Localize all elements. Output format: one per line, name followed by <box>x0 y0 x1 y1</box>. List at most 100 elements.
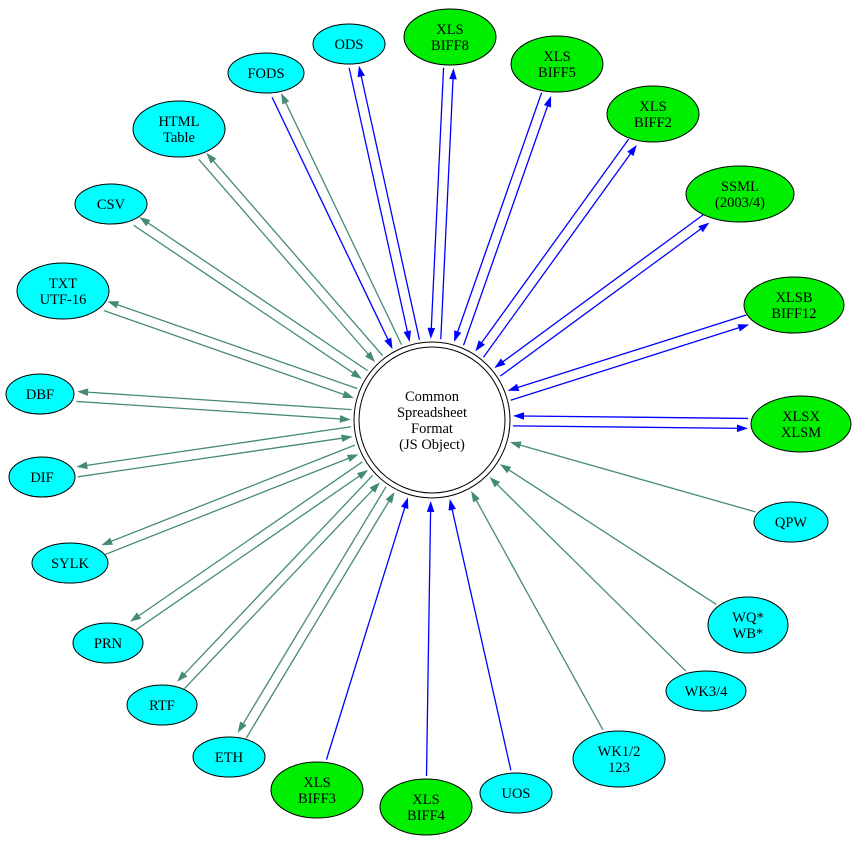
node-ssml-label: SSML(2003/4) <box>715 179 765 211</box>
edge-prn-in-arrowhead <box>356 470 369 480</box>
edge-html-out <box>211 158 384 357</box>
node-prn <box>72 622 144 664</box>
edge-wk12-in <box>474 497 604 731</box>
edge-xlsb-out-arrowhead <box>737 324 750 332</box>
node-qpw-label: QPW <box>775 515 808 531</box>
edge-xls-biff8-in-arrowhead <box>427 327 436 339</box>
node-dbf <box>5 373 75 415</box>
node-csv-label: CSV <box>97 197 126 213</box>
node-uos <box>479 772 553 814</box>
edge-rtf-out-arrowhead <box>177 671 188 682</box>
edge-txt-in <box>103 310 347 396</box>
edge-html-in <box>198 158 371 357</box>
node-html <box>132 100 226 158</box>
edge-wk12-in-arrowhead <box>471 490 480 503</box>
edge-sylk-out <box>108 444 356 543</box>
edge-xlsb-in <box>515 314 747 389</box>
edge-html-out-arrowhead <box>206 152 217 164</box>
edge-eth-in <box>245 498 391 739</box>
edge-xls-biff2-out <box>482 151 633 358</box>
edge-xls-biff2-in <box>479 138 630 346</box>
node-xls-biff5 <box>510 35 604 93</box>
node-wk34 <box>665 670 747 712</box>
edge-csv-out-arrowhead <box>139 216 151 227</box>
edge-csv-in <box>133 224 356 376</box>
node-xls-biff3 <box>270 761 364 819</box>
edge-prn-out-arrowhead <box>129 612 142 622</box>
node-qpw <box>753 501 829 543</box>
edge-dif-in <box>77 437 345 478</box>
edge-fods-out-arrowhead <box>281 92 290 105</box>
node-wq-wb-label: WQ*WB* <box>732 610 763 642</box>
node-xlsb <box>743 276 845 334</box>
edge-eth-out-arrowhead <box>237 721 247 733</box>
node-xls-biff4 <box>379 778 473 836</box>
edge-rtf-in <box>183 487 375 690</box>
edge-eth-out <box>241 486 387 727</box>
edge-xls-biff8-out-arrowhead <box>449 68 457 80</box>
edge-dif-out <box>84 426 352 467</box>
edge-xls-biff8-out <box>440 76 454 340</box>
node-txt <box>16 262 110 320</box>
edge-ods-out <box>360 73 421 340</box>
edge-prn-in <box>135 474 362 631</box>
edge-xls-biff5-in-arrowhead <box>454 330 462 342</box>
edge-eth-in-arrowhead <box>385 491 395 504</box>
node-wk12 <box>572 730 666 788</box>
edge-prn-out <box>136 461 363 618</box>
edge-rtf-out <box>182 474 374 677</box>
edge-txt-out-arrowhead <box>107 301 120 309</box>
edge-xlsx-in <box>521 415 749 420</box>
edge-html-in-arrowhead <box>364 351 376 363</box>
node-dbf-label: DBF <box>26 387 54 403</box>
edge-wk34-in <box>494 482 687 672</box>
node-xlsx <box>750 395 852 453</box>
node-rtf <box>126 684 198 726</box>
edge-xls-biff3-in <box>325 504 407 760</box>
edge-xls-biff4-in-arrowhead <box>426 500 435 513</box>
node-wk34-label: WK3/4 <box>685 684 728 700</box>
node-uos-label: UOS <box>501 786 530 802</box>
edge-rtf-in-arrowhead <box>369 482 380 493</box>
edge-xlsx-out <box>512 425 740 429</box>
edge-ssml-out <box>499 226 704 377</box>
node-eth <box>192 736 266 778</box>
edge-xls-biff4-in <box>425 508 432 777</box>
edge-fods-out <box>283 99 403 346</box>
center-node-inner-circle <box>358 346 506 494</box>
edge-xls-biff5-in <box>456 92 543 335</box>
edge-wq-wb-in-arrowhead <box>499 464 512 474</box>
edge-dif-in-arrowhead <box>341 434 353 443</box>
node-rtf-label: RTF <box>149 698 175 714</box>
node-xls-biff2 <box>606 85 700 143</box>
edge-uos-in-arrowhead <box>448 499 456 511</box>
node-dif-label: DIF <box>30 470 53 486</box>
edge-xls-biff3-in-arrowhead <box>401 497 409 509</box>
node-ods <box>312 23 386 65</box>
edge-qpw-in <box>517 443 756 513</box>
node-ods-label: ODS <box>334 37 363 53</box>
edge-xls-biff8-in <box>430 67 445 331</box>
edge-ods-in <box>348 67 409 335</box>
edge-xlsx-in-arrowhead <box>513 412 525 420</box>
node-fods <box>227 52 305 94</box>
edge-xlsb-in-arrowhead <box>507 383 520 392</box>
edge-ssml-in-arrowhead <box>494 358 506 369</box>
node-prn-label: PRN <box>94 636 123 652</box>
edge-xls-biff5-out-arrowhead <box>543 95 552 108</box>
node-csv <box>74 183 148 225</box>
edge-dif-out-arrowhead <box>76 461 88 470</box>
edge-xls-biff2-in-arrowhead <box>475 340 485 352</box>
node-dif <box>8 456 76 498</box>
edge-sylk-in <box>104 456 352 556</box>
